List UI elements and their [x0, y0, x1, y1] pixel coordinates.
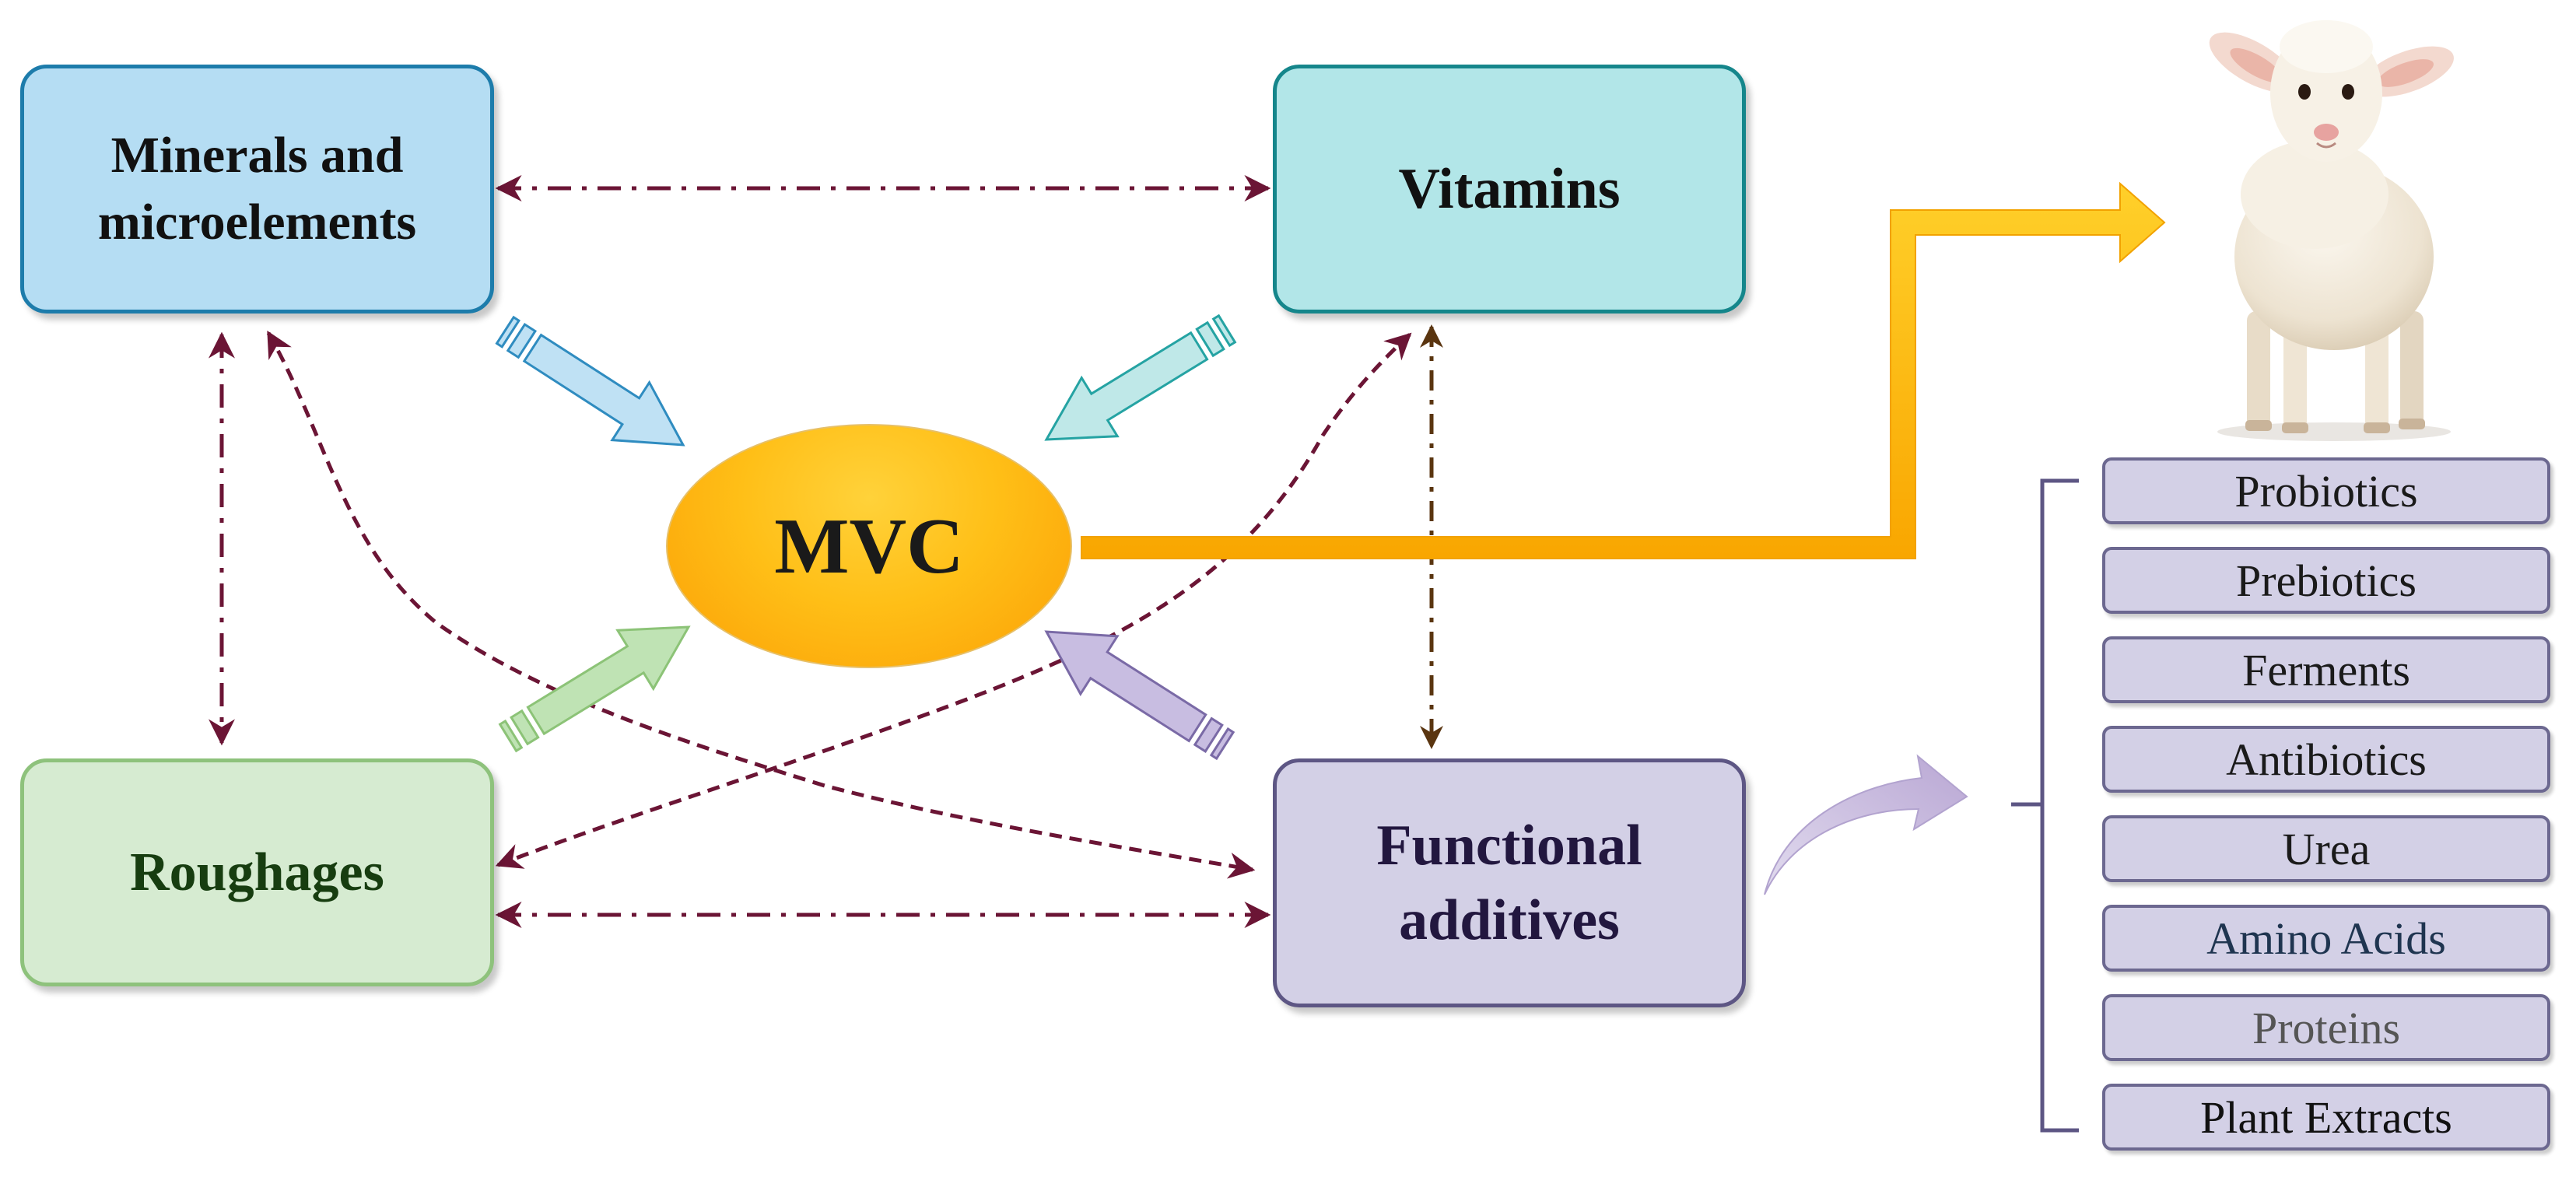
node-vitamins: Vitamins	[1273, 65, 1746, 314]
additive-item: Proteins	[2102, 994, 2550, 1061]
arrow-functional-to-mvc	[1044, 630, 1235, 761]
additive-label: Plant Extracts	[2200, 1091, 2452, 1143]
additive-item: Antibiotics	[2102, 726, 2550, 793]
additive-item: Ferments	[2102, 636, 2550, 703]
arrow-vitamins-to-mvc	[1044, 314, 1237, 441]
additive-label: Probiotics	[2234, 465, 2418, 517]
curved-arrow	[1764, 754, 1968, 895]
node-label-line: Functional	[1376, 813, 1642, 877]
additive-item: Probiotics	[2102, 457, 2550, 524]
node-roughages: Roughages	[20, 758, 494, 986]
node-label-line: microelements	[97, 194, 417, 250]
additive-label: Urea	[2282, 823, 2371, 874]
node-label: MVC	[774, 502, 964, 590]
additive-item: Urea	[2102, 815, 2550, 882]
additive-label: Antibiotics	[2226, 734, 2427, 785]
additive-label: Amino Acids	[2206, 913, 2446, 964]
connector-roughages-vitamins	[495, 332, 1412, 869]
arrow-minerals-to-mvc	[495, 315, 685, 447]
bracket	[2011, 478, 2079, 1133]
additive-item: Prebiotics	[2102, 547, 2550, 614]
node-label: Roughages	[130, 842, 384, 902]
arrow-roughages-to-mvc	[498, 625, 691, 753]
node-label-line: Minerals and	[110, 127, 404, 184]
node-functional-additives: Functional additives	[1273, 758, 1746, 1007]
additive-label: Prebiotics	[2236, 555, 2417, 606]
additive-item: Plant Extracts	[2102, 1084, 2550, 1151]
node-minerals-and-microelements: Minerals and microelements	[20, 65, 494, 314]
additive-label: Proteins	[2252, 1002, 2401, 1053]
additive-label: Ferments	[2242, 644, 2410, 695]
node-label-line: additives	[1399, 888, 1620, 952]
node-label: Vitamins	[1398, 156, 1621, 221]
output-arrow	[1081, 181, 2166, 559]
lamb-image	[2209, 20, 2454, 441]
node-mvc: MVC	[666, 424, 1072, 668]
additive-item: Amino Acids	[2102, 905, 2550, 972]
